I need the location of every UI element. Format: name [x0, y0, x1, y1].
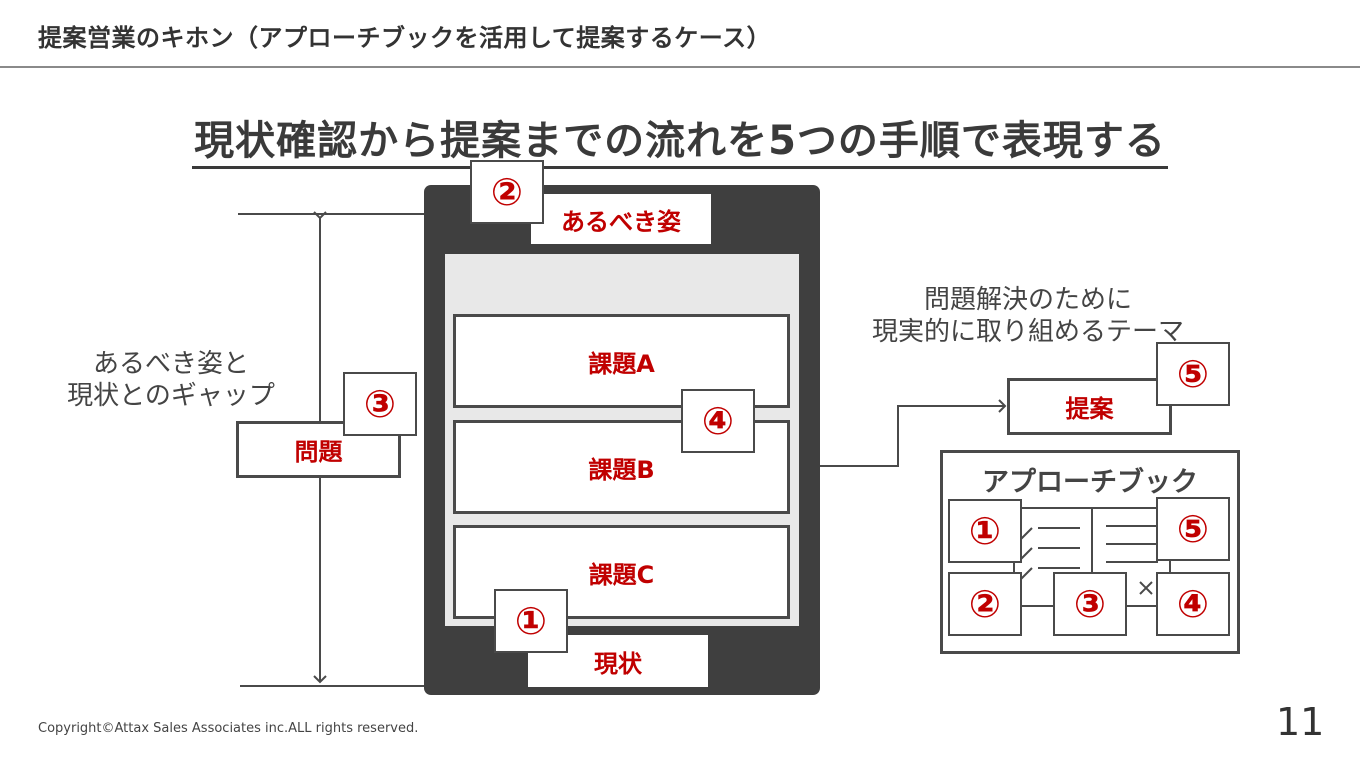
gap-description-line: あるべき姿と — [92, 349, 249, 379]
step-1-badge: ① — [494, 589, 568, 653]
header-divider — [0, 66, 1360, 68]
book-step-1-badge: ① — [948, 499, 1022, 563]
book-step-5-badge: ⑤ — [1156, 497, 1230, 561]
step-5-badge: ⑤ — [1156, 342, 1230, 406]
step-2-badge: ② — [470, 160, 544, 224]
main-heading: 現状確認から提案までの流れを5つの手順で表現する — [0, 108, 1360, 169]
proposal-note: 問題解決のために 現実的に取り組めるテーマ — [848, 284, 1208, 348]
proposal-arrow — [790, 399, 1007, 467]
proposal-note-line: 問題解決のために — [923, 285, 1132, 315]
page-number: 11 — [1276, 700, 1325, 744]
header-title: 提案営業のキホン（アプローチブックを活用して提案するケース） — [38, 24, 772, 52]
proposal-label: 提案 — [1007, 378, 1172, 435]
book-step-2-badge: ② — [948, 572, 1022, 636]
step-4-badge: ④ — [681, 389, 755, 453]
gap-description: あるべき姿と 現状とのギャップ — [46, 348, 296, 412]
approach-book-title: アプローチブック — [982, 467, 1198, 498]
step-3-badge: ③ — [343, 372, 417, 436]
footer-copyright: Copyright©Attax Sales Associates inc.ALL… — [38, 721, 419, 736]
gap-description-line: 現状とのギャップ — [67, 381, 275, 411]
main-heading-text: 現状確認から提案までの流れを5つの手順で表現する — [192, 118, 1168, 169]
ideal-state-label: あるべき姿 — [531, 194, 711, 244]
book-step-4-badge: ④ — [1156, 572, 1230, 636]
proposal-note-line: 現実的に取り組めるテーマ — [871, 317, 1184, 347]
book-step-3-badge: ③ — [1053, 572, 1127, 636]
